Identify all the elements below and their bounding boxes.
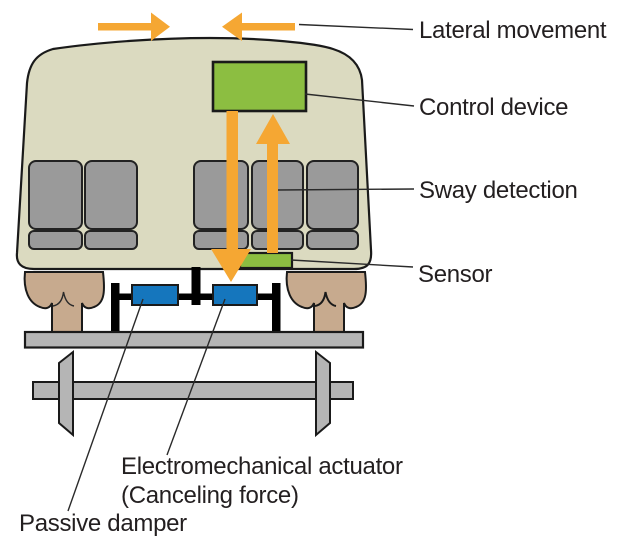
wheel-left <box>23 271 105 334</box>
label-sensor: Sensor <box>418 261 493 288</box>
seat-group-left <box>28 160 138 250</box>
leader-actuator <box>166 298 226 456</box>
link-post-right <box>272 283 281 333</box>
label-electromechanical-actuator: Electromechanical actuator (Canceling fo… <box>121 452 403 510</box>
label-passive-damper: Passive damper <box>19 510 187 537</box>
leader-control-device <box>304 93 415 107</box>
actuator-box <box>212 284 258 306</box>
axle-wheel-left <box>58 349 74 438</box>
control-device-box <box>211 60 308 113</box>
wheel-left-shape <box>23 271 105 334</box>
label-sway-detection: Sway detection <box>419 177 578 204</box>
seat-group-right <box>193 160 359 250</box>
link-rod <box>119 293 132 300</box>
leader-passive-damper <box>67 298 144 512</box>
passive-damper-box <box>131 284 179 306</box>
wheel-left-cleft <box>52 291 75 307</box>
sensor-signal-up-arrow-icon <box>256 114 290 253</box>
wheel-right-cleft <box>314 291 337 307</box>
label-actuator-line1: Electromechanical actuator <box>121 453 403 480</box>
link-rod <box>257 293 273 300</box>
seat-cushion <box>306 230 359 250</box>
suspension-linkage <box>111 267 281 333</box>
wheel-right <box>285 271 367 334</box>
lateral-arrow-left-icon <box>222 12 295 41</box>
bogie-frame <box>23 330 365 349</box>
control-signal-down-arrow-icon <box>211 111 251 282</box>
leader-sensor <box>290 259 414 268</box>
leader-lateral-movement <box>298 23 414 31</box>
seat-cushion <box>193 230 249 250</box>
link-rod <box>200 293 214 300</box>
leader-sway-detection <box>277 188 415 191</box>
seat-cushion <box>84 230 138 250</box>
lateral-arrow-right-icon <box>98 12 170 41</box>
label-control-device: Control device <box>419 94 569 121</box>
link-rod <box>178 293 192 300</box>
arrows <box>98 12 295 282</box>
seat-backrest <box>306 160 359 230</box>
label-actuator-line2: (Canceling force) <box>121 482 299 509</box>
seat-backrest <box>28 160 83 230</box>
sensor-box <box>238 251 294 270</box>
axle-wheel-right <box>315 349 331 438</box>
link-post-left <box>111 283 120 333</box>
seat-backrest <box>84 160 138 230</box>
seat-cushion <box>28 230 83 250</box>
axle-bar <box>32 381 354 400</box>
link-post-mid <box>191 267 201 305</box>
label-lateral-movement: Lateral movement <box>419 17 607 44</box>
wheel-right-shape <box>285 271 367 334</box>
seat-backrest <box>193 160 249 230</box>
